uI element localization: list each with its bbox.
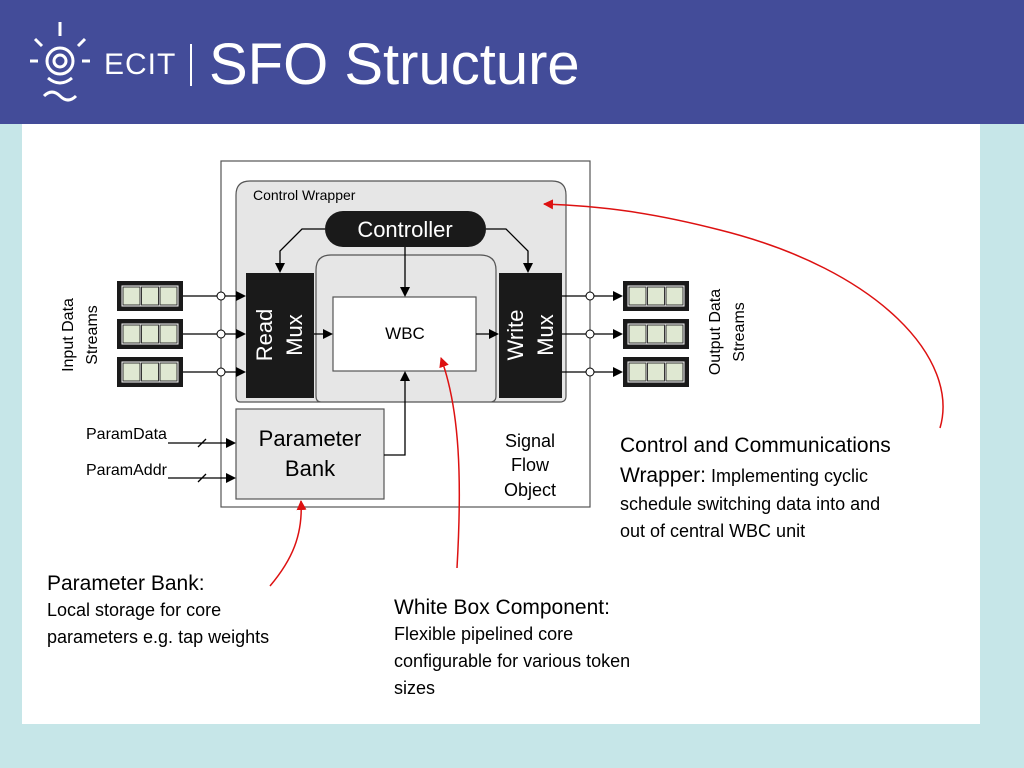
input-label-1: Input Data	[60, 298, 77, 372]
white-box-note: White Box Component: Flexible pipelined …	[394, 594, 724, 702]
control-comm-note-line-2: out of central WBC unit	[620, 521, 806, 541]
control-comm-note-heading-2: Wrapper:	[620, 464, 706, 487]
sfo-label-1: Signal	[505, 431, 555, 451]
header-bar: ECIT SFO Structure	[0, 0, 1024, 124]
sfo-label-2: Flow	[511, 455, 550, 475]
controller-box	[325, 211, 486, 247]
sfo-label-3: Object	[504, 480, 556, 500]
white-box-note-line-1: Flexible pipelined core	[394, 624, 574, 644]
output-stream-queue-3	[623, 357, 689, 387]
output-label-1: Output Data	[707, 289, 724, 375]
input-stream-queue-1	[117, 281, 183, 311]
input-port-3	[216, 367, 226, 377]
param-addr-label: ParamAddr	[86, 462, 168, 479]
output-label-2: Streams	[731, 302, 748, 362]
output-port-2	[585, 329, 595, 339]
input-stream-queue-2	[117, 319, 183, 349]
output-port-1	[585, 291, 595, 301]
write-mux-label-2: Mux	[533, 314, 558, 356]
param-bank-note: Parameter Bank: Local storage for core p…	[47, 570, 367, 651]
param-bank-note-line-1: Local storage for core	[47, 600, 222, 620]
controller-to-read-arrow	[275, 228, 325, 273]
output-stream-queue-1	[623, 281, 689, 311]
read-mux-label-1: Read	[252, 309, 277, 362]
input-label-2: Streams	[84, 305, 101, 365]
white-box-note-heading: White Box Component:	[394, 596, 610, 619]
wrapper-annotation-arrow	[543, 199, 944, 429]
wbc-annotation-arrow	[439, 357, 461, 569]
read-mux	[246, 273, 314, 398]
white-box-note-line-3: sizes	[394, 678, 436, 698]
input-port-2	[216, 329, 226, 339]
ecit-logo-icon	[30, 22, 90, 102]
param-bank-note-heading: Parameter Bank:	[47, 572, 205, 595]
parameter-bank-box	[235, 408, 385, 500]
parameter-bank-label-2: Bank	[285, 456, 336, 481]
param-data-slash	[197, 438, 207, 448]
bank-to-wbc-arrow	[384, 371, 410, 456]
control-comm-note-line-1: schedule switching data into and	[620, 494, 881, 514]
input-stream-queue-3	[117, 357, 183, 387]
param-bank-annotation-arrow	[269, 500, 307, 587]
param-addr-slash	[197, 473, 207, 483]
input-port-1	[216, 291, 226, 301]
wbc-box	[332, 296, 477, 372]
white-box-note-line-2: configurable for various token	[394, 651, 631, 671]
control-comm-note: Control and Communications Wrapper: Impl…	[620, 431, 970, 545]
controller-label: Controller	[357, 217, 452, 242]
param-data-label: ParamData	[86, 426, 167, 443]
param-bank-note-line-2: parameters e.g. tap weights	[47, 627, 270, 647]
output-port-3	[585, 367, 595, 377]
control-wrapper-label: Control Wrapper	[253, 187, 356, 203]
read-mux-label-2: Mux	[282, 314, 307, 356]
logo-text: ECIT	[104, 48, 177, 81]
control-comm-note-heading: Control and Communications	[620, 434, 891, 457]
logo-separator	[190, 44, 192, 86]
write-mux-label-1: Write	[503, 310, 528, 361]
page-title: SFO Structure	[209, 32, 580, 97]
parameter-bank-label-1: Parameter	[259, 426, 362, 451]
write-mux	[499, 273, 562, 398]
controller-to-write-arrow	[486, 228, 533, 273]
control-comm-note-inline: Implementing cyclic	[711, 466, 869, 486]
output-stream-queue-2	[623, 319, 689, 349]
wbc-label: WBC	[385, 324, 425, 343]
